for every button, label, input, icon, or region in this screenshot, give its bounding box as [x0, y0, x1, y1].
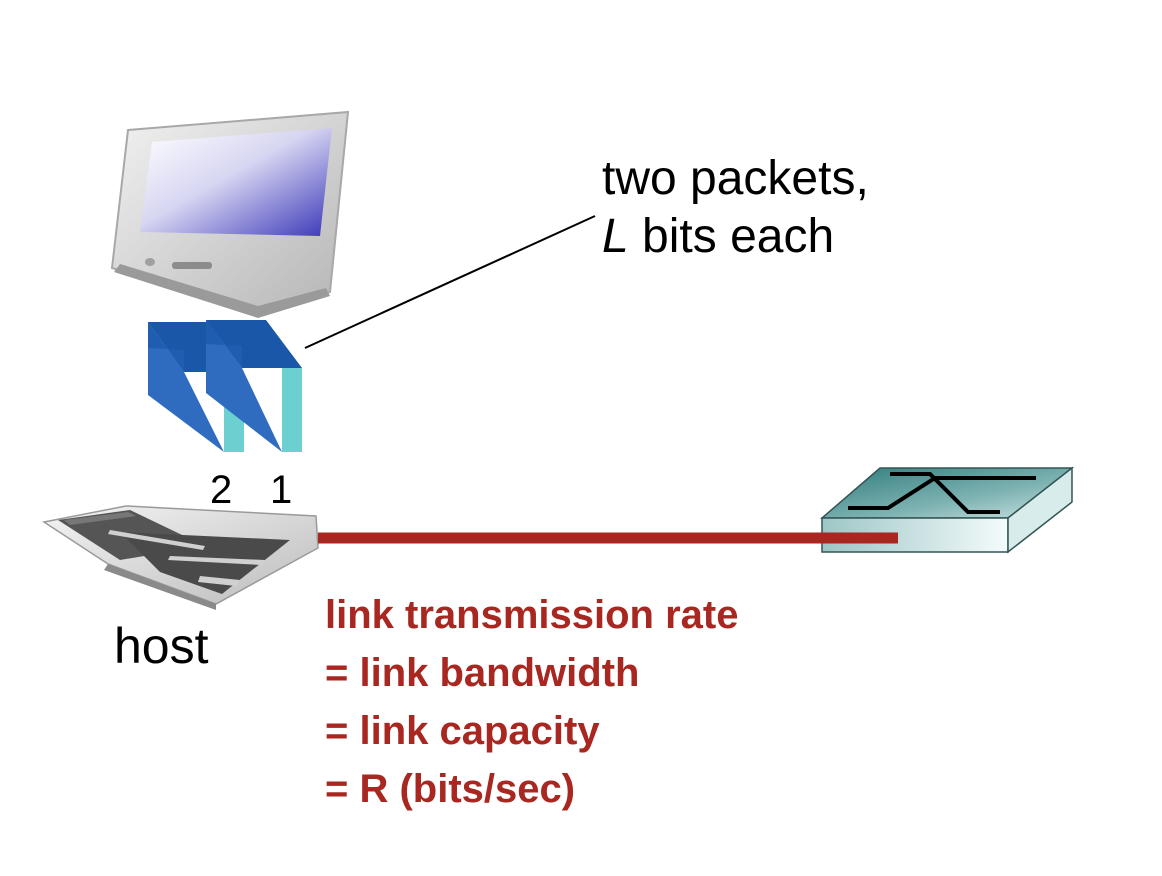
rate-line-4: = R (bits/sec)	[325, 767, 576, 811]
rate-line-3: = link capacity	[325, 709, 600, 753]
monitor-icon	[110, 110, 350, 318]
host-label: host	[114, 618, 209, 674]
callout-line-1: two packets,	[602, 152, 869, 205]
packet-2-label: 2	[210, 468, 233, 512]
keyboard-icon	[42, 505, 319, 610]
packet-1-label: 1	[270, 468, 293, 512]
packet-1	[206, 320, 302, 452]
link-rate-text: link transmission rate = link bandwidth …	[325, 586, 738, 818]
callout-variable: L	[602, 210, 629, 263]
packets-callout: two packets, L bits each	[602, 150, 869, 266]
rate-line-2: = link bandwidth	[325, 651, 640, 695]
callout-rest: bits each	[628, 210, 835, 263]
callout-leader-line	[304, 215, 596, 349]
rate-line-1: link transmission rate	[325, 593, 739, 637]
callout-line-2: L bits each	[602, 208, 869, 266]
